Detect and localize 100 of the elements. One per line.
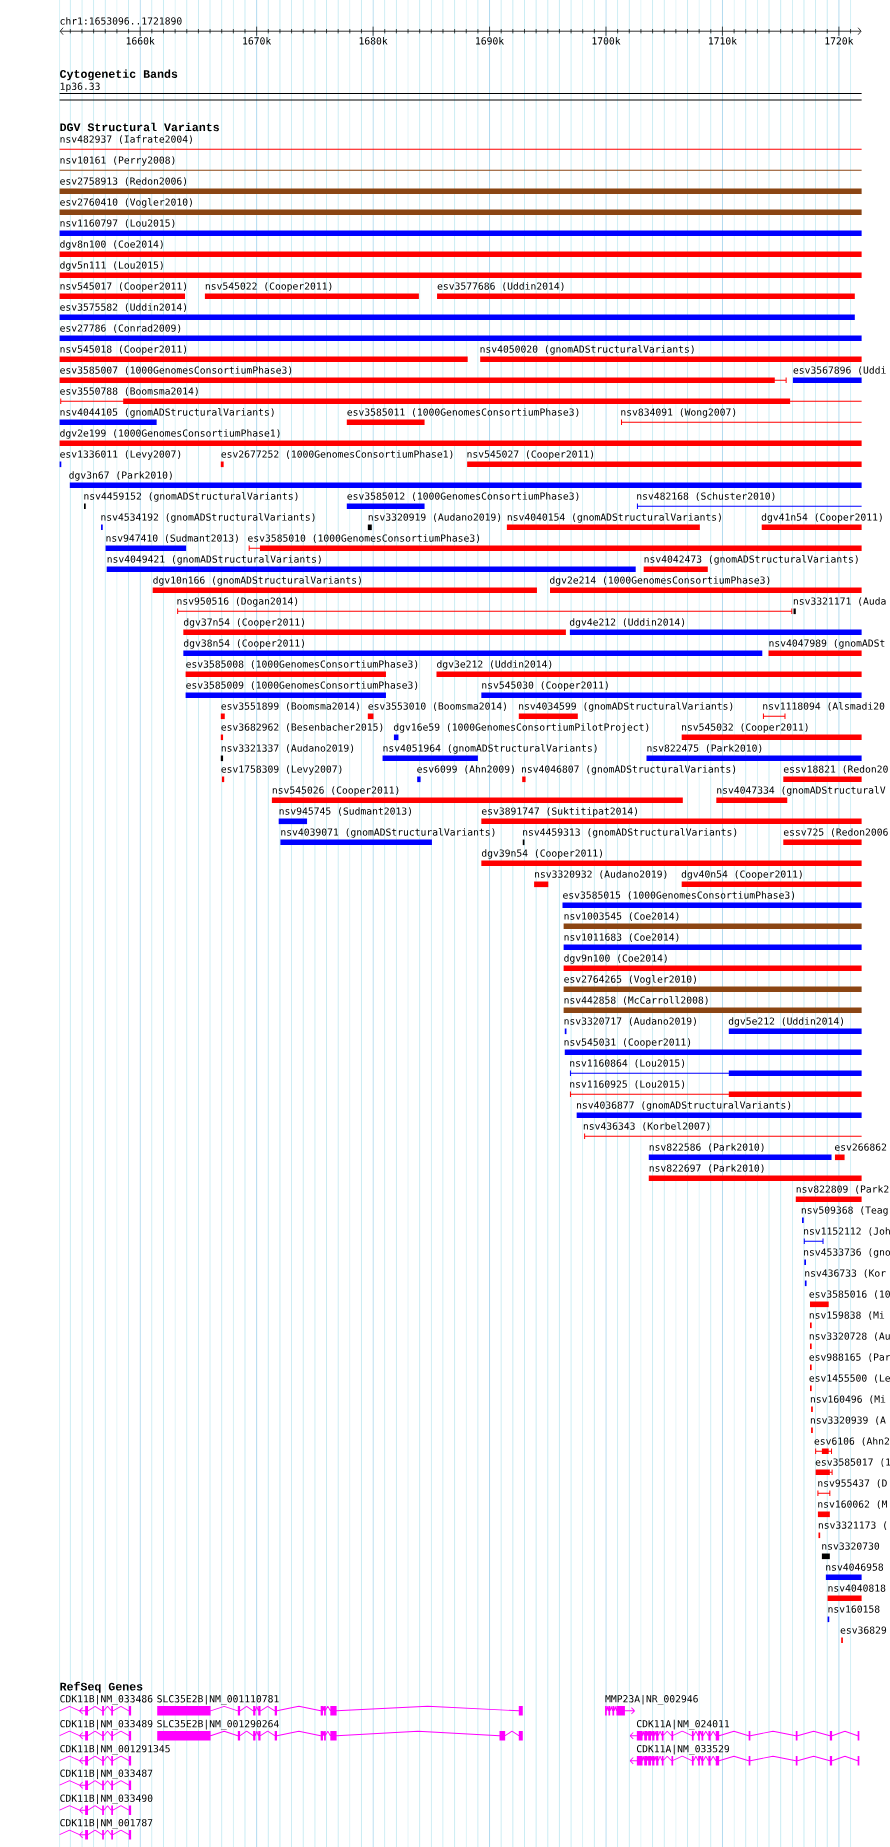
variant-label: esv266862: [834, 1143, 887, 1151]
variant-label: nsv4050020 (gnomADStructuralVariants): [480, 345, 694, 355]
variant-label: esv3585008 (1000GenomesConsortiumPhase3): [186, 660, 418, 669]
variant-label: nsv160496 (Mi: [810, 1395, 886, 1404]
variant-label: dgv4e212 (Uddin2014): [569, 618, 685, 628]
gene-label: CDK11A|NM_033529: [636, 1744, 730, 1755]
tick-label: 1700k: [592, 37, 621, 45]
variant-label: nsv1160797 (Lou2015): [60, 219, 175, 228]
variant-label: nsv3320939 (A: [810, 1416, 886, 1425]
variant-label: nsv3320717 (Audano2019): [564, 1017, 696, 1026]
variant-label: nsv545017 (Cooper2011): [60, 282, 187, 292]
gene-label: CDK11B|NM_001787: [60, 1818, 153, 1829]
variant-label: nsv822586 (Park2010): [649, 1143, 764, 1152]
variant-label: nsv3320932 (Audano2019): [535, 870, 667, 879]
gene-label: CDK11B|NM_033489: [60, 1719, 153, 1730]
variant-label: nsv545031 (Cooper2011): [564, 1038, 691, 1048]
variant-label: dgv9n100 (Coe2014): [564, 954, 667, 964]
variant-label: nsv442858 (McCarroll2008): [564, 996, 708, 1005]
band-label: 1p36.33: [60, 82, 100, 92]
variant-label: nsv1160925 (Lou2015): [570, 1080, 685, 1089]
variant-label: nsv3320919 (Audano2019): [368, 513, 501, 522]
gene-label: CDK11B|NM_033490: [60, 1794, 153, 1804]
variant-label: nsv4040818: [828, 1584, 886, 1592]
variant-label: nsv955437 (D: [818, 1479, 887, 1488]
variant-label: nsv436733 (Kor: [805, 1269, 886, 1278]
variant-label: nsv834091 (Wong2007): [621, 408, 736, 418]
variant-label: nsv4046807 (gnomADStructuralVariants): [522, 765, 736, 775]
variant-label: nsv4040154 (gnomADStructuralVariants): [507, 513, 721, 523]
variant-label: dgv41n54 (Cooper2011): [761, 513, 882, 523]
variant-label: dgv16e59 (1000GenomesConsortiumPilotProject): [393, 723, 649, 733]
variant-label: dgv5n111 (Lou2015): [60, 261, 163, 271]
variant-label: esv3585007 (1000GenomesConsortiumPhase3): [60, 366, 292, 375]
variant-label: nsv545030 (Cooper2011): [482, 681, 608, 691]
variant-label: nsv4044105 (gnomADStructuralVariants): [60, 408, 274, 418]
variant-label: nsv4046958: [826, 1563, 884, 1571]
variant-label: nsv509368 (Teag: [801, 1206, 888, 1216]
variant-label: nsv1003545 (Coe2014): [564, 912, 679, 921]
variant-label: nsv4042473 (gnomADStructuralVariants): [644, 555, 858, 565]
variant-label: nsv3321171 (Auda: [793, 597, 886, 606]
variant-label: nsv1152112 (Joh: [804, 1227, 890, 1236]
gene-label: MMP23A|NR_002946: [605, 1694, 698, 1705]
tick-label: 1680k: [359, 37, 388, 45]
variant-label: nsv545032 (Cooper2011): [682, 723, 808, 733]
variant-label: nsv4459152 (gnomADStructuralVariants): [84, 492, 298, 502]
variant-label: dgv8n100 (Coe2014): [60, 240, 163, 250]
variant-label: esv3682962 (Besenbacher2015): [221, 723, 383, 732]
track-title: RefSeq Genes: [60, 1681, 143, 1693]
variant-label: nsv3321173 (: [818, 1521, 887, 1530]
variant-label: nsv10161 (Perry2008): [60, 156, 175, 166]
variant-label: dgv3n67 (Park2010): [69, 471, 172, 481]
variant-label: esv3585011 (1000GenomesConsortiumPhase3): [347, 408, 579, 417]
gene-label: CDK11B|NM_033486: [60, 1694, 153, 1705]
variant-label: nsv545027 (Cooper2011): [467, 450, 593, 460]
variant-label: nsv160062 (M: [818, 1500, 887, 1509]
variant-label: nsv4459313 (gnomADStructuralVariants): [523, 828, 737, 838]
variant-label: nsv545018 (Cooper2011): [60, 345, 187, 355]
variant-label: nsv947410 (Sudmant2013): [106, 534, 238, 543]
variant-label: esv1758309 (Levy2007): [221, 765, 342, 775]
tick-label: 1720k: [825, 37, 854, 45]
gene-label: CDK11B|NM_033487: [60, 1769, 153, 1779]
gene-label: CDK11A|NM_024011: [636, 1719, 730, 1730]
variant-label: esv2760410 (Vogler2010): [60, 198, 192, 208]
variant-label: nsv4047334 (gnomADStructuralV: [717, 786, 886, 796]
variant-label: nsv822475 (Park2010): [647, 744, 762, 753]
variant-label: esv2764265 (Vogler2010): [564, 975, 696, 985]
variant-label: nsv545026 (Cooper2011): [272, 786, 399, 796]
variant-label: nsv4034599 (gnomADStructuralVariants): [519, 702, 733, 712]
variant-label: esv3551899 (Boomsma2014): [221, 702, 359, 711]
variant-label: esv3891747 (Suktitipat2014): [481, 807, 637, 817]
variant-label: nsv1011683 (Coe2014): [564, 933, 679, 942]
variant-label: dgv39n54 (Cooper2011): [481, 849, 602, 859]
variant-label: esv6106 (Ahn2: [814, 1437, 890, 1446]
variant-label: esv3550788 (Boomsma2014): [60, 387, 198, 396]
variant-label: nsv4039071 (gnomADStructuralVariants): [281, 828, 495, 838]
position-label: chr1:1653096..1721890: [60, 17, 182, 25]
variant-label: nsv3321337 (Audano2019): [221, 744, 354, 753]
variant-label: dgv38n54 (Cooper2011): [183, 639, 304, 649]
variant-label: dgv37n54 (Cooper2011): [183, 618, 304, 628]
tick-label: 1710k: [709, 37, 737, 45]
variant-label: nsv4533736 (gno: [804, 1248, 890, 1258]
variant-label: nsv1160864 (Lou2015): [570, 1059, 685, 1068]
variant-label: esv3585010 (1000GenomesConsortiumPhase3): [248, 534, 480, 543]
variant-label: essv18821 (Redon20: [783, 765, 888, 774]
variant-label: esv3585017 (1: [815, 1458, 890, 1467]
variant-label: nsv4047989 (gnomADSt: [769, 639, 885, 649]
variant-label: nsv545022 (Cooper2011): [205, 282, 332, 292]
variant-label: dgv5e212 (Uddin2014): [728, 1017, 843, 1027]
variant-label: esv988165 (Par: [809, 1353, 890, 1362]
variant-label: nsv159838 (Mi: [809, 1311, 885, 1320]
variant-label: esv36829: [840, 1626, 887, 1634]
variant-label: essv725 (Redon2006: [783, 828, 888, 837]
variant-label: nsv822697 (Park2010): [649, 1164, 764, 1173]
variant-label: esv27786 (Conrad2009): [60, 324, 181, 333]
variant-label: esv3577686 (Uddin2014): [437, 282, 564, 291]
variant-label: dgv10n166 (gnomADStructuralVariants): [153, 576, 361, 586]
variant-label: nsv950516 (Dogan2014): [177, 597, 298, 607]
variant-label: esv3553010 (Boomsma2014): [368, 702, 506, 711]
variant-label: nsv3320730: [822, 1542, 880, 1550]
gene-label: CDK11B|NM_001291345: [60, 1744, 170, 1755]
variant-label: nsv4036877 (gnomADStructuralVariants): [577, 1101, 791, 1111]
